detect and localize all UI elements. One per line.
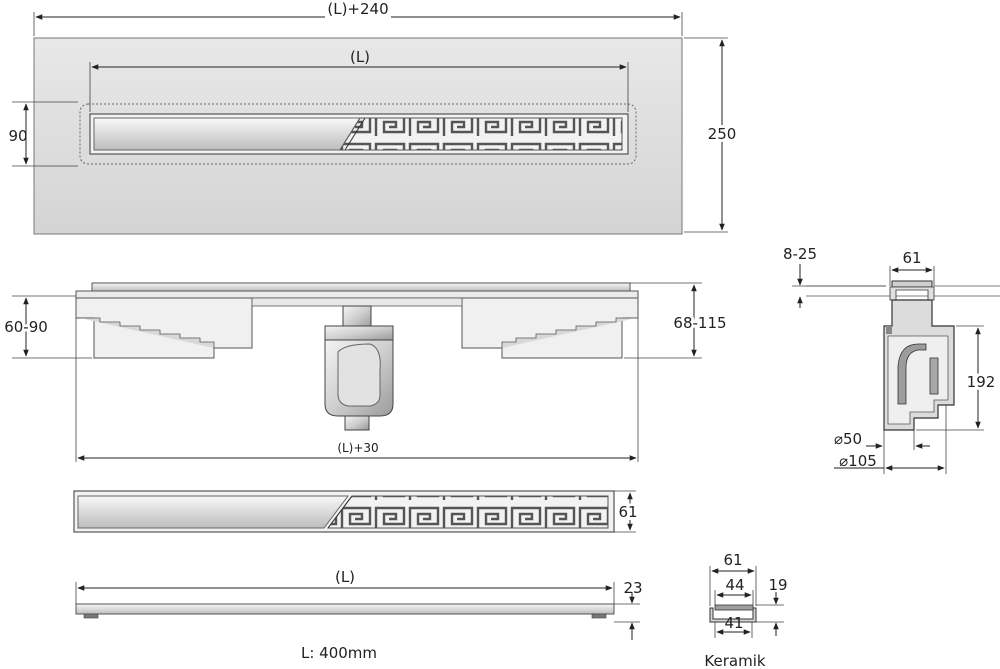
overall-width-label: 250 <box>708 125 737 143</box>
channel-width-label: 90 <box>8 127 27 145</box>
drain-collar <box>324 325 394 341</box>
tile-range-label: 8-25 <box>783 245 817 263</box>
side-view: 60-90 68-115 (L)+30 <box>1 282 730 462</box>
siphon-insert <box>897 343 927 405</box>
section-width-label: 61 <box>902 249 921 267</box>
left-channel-segment <box>75 297 253 359</box>
keramik-height-label: 19 <box>768 576 787 594</box>
drain-pipe <box>344 415 370 431</box>
grate-view: 61 <box>73 490 641 533</box>
section-depth-label: 192 <box>967 373 996 391</box>
keramik-label: Keramik <box>704 652 765 669</box>
grate-cover-plate <box>77 495 349 529</box>
profile-height-label: 23 <box>623 579 642 597</box>
grate-width-label: 61 <box>618 503 637 521</box>
example-length-label: L: 400mm <box>301 644 377 662</box>
profile-strip <box>75 603 615 615</box>
overall-length-label: (L)+240 <box>327 0 388 18</box>
keramik-inner-width-label: 41 <box>724 614 743 632</box>
profile-length-label: (L) <box>335 568 355 586</box>
height-left-label: 60-90 <box>4 318 48 336</box>
right-channel-segment <box>461 297 639 359</box>
top-view: (L)+240 (L) 90 250 <box>8 0 739 235</box>
keramik-detail: 61 44 41 19 Keramik <box>704 551 787 669</box>
side-flange <box>75 290 639 299</box>
profile-view: (L) 23 L: 400mm <box>75 568 643 662</box>
height-right-label: 68-115 <box>673 314 726 332</box>
section-view: 8-25 61 192 ⌀50 ⌀105 <box>783 245 1000 474</box>
keramik-outer-width-label: 61 <box>723 551 742 569</box>
drain-neck <box>342 305 372 329</box>
cover-plate <box>93 117 361 151</box>
channel-length-label: (L) <box>350 48 370 66</box>
flange-outline <box>79 103 637 165</box>
side-grate <box>91 282 631 292</box>
outlet-large-label: ⌀105 <box>839 452 877 470</box>
keramik-mid-width-label: 44 <box>725 576 744 594</box>
keramik-tile-insert <box>714 604 754 611</box>
side-length-label: (L)+30 <box>337 441 378 455</box>
grate-greek-key <box>327 495 609 529</box>
greek-key-grate <box>339 117 623 151</box>
section-grate <box>891 280 933 288</box>
outlet-small-label: ⌀50 <box>834 430 862 448</box>
